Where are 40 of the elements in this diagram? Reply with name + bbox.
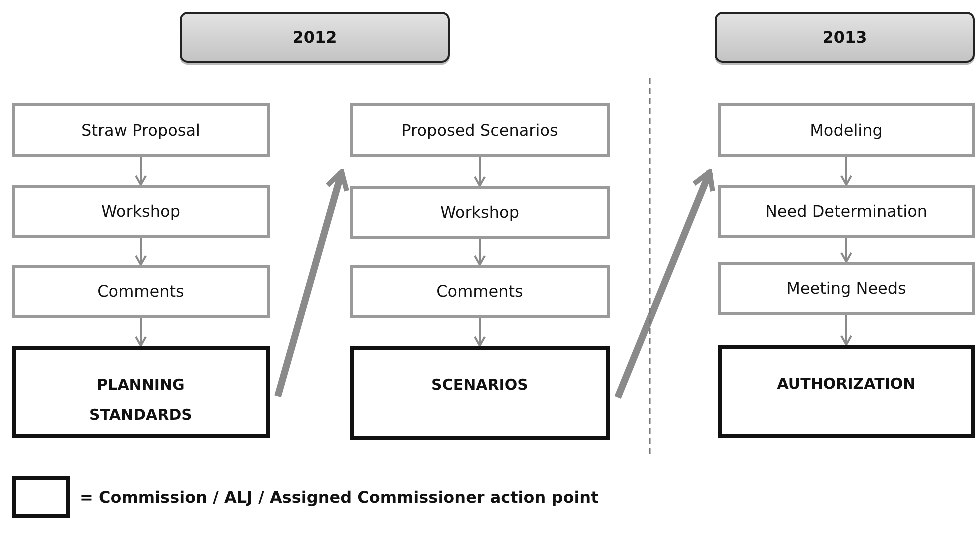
process-box — [12, 185, 270, 238]
process-box — [350, 103, 610, 157]
box-label: 2012 — [292, 28, 338, 47]
box-label: Need Determination — [765, 202, 928, 221]
box-label: Meeting Needs — [786, 279, 906, 298]
arrow — [614, 170, 716, 400]
process-box — [350, 186, 610, 239]
year-header-box — [180, 12, 450, 63]
arrow — [274, 170, 350, 398]
arrow — [840, 315, 852, 346]
action-point-box — [350, 346, 610, 440]
box-label: Comments — [98, 282, 184, 301]
arrow — [474, 318, 486, 347]
action-point-box — [12, 346, 270, 438]
action-point-box — [718, 345, 975, 438]
year-header-box — [715, 12, 975, 63]
box-label: 2013 — [822, 28, 868, 47]
arrow — [474, 157, 486, 187]
box-label: Workshop — [102, 202, 180, 221]
box-label: SCENARIOS — [432, 375, 528, 396]
arrow — [840, 157, 852, 186]
arrow — [474, 239, 486, 266]
box-label: Straw Proposal — [82, 120, 200, 140]
process-box — [718, 103, 975, 157]
arrow — [135, 238, 147, 266]
box-label: AUTHORIZATION — [777, 374, 916, 395]
box-label: Proposed Scenarios — [402, 120, 558, 140]
box-label: PLANNING STANDARDS — [88, 375, 194, 426]
box-label: Workshop — [440, 203, 520, 222]
box-label: Comments — [436, 282, 524, 301]
arrow — [840, 238, 852, 263]
process-box — [12, 265, 270, 318]
legend-label: = Commission / ALJ / Assigned Commissioner action point — [80, 488, 599, 506]
process-box — [12, 103, 270, 157]
arrow — [135, 318, 147, 347]
process-box — [718, 185, 975, 238]
process-box — [350, 265, 610, 318]
arrow — [135, 157, 147, 186]
box-label: Modeling — [810, 120, 883, 140]
process-box — [718, 262, 975, 315]
